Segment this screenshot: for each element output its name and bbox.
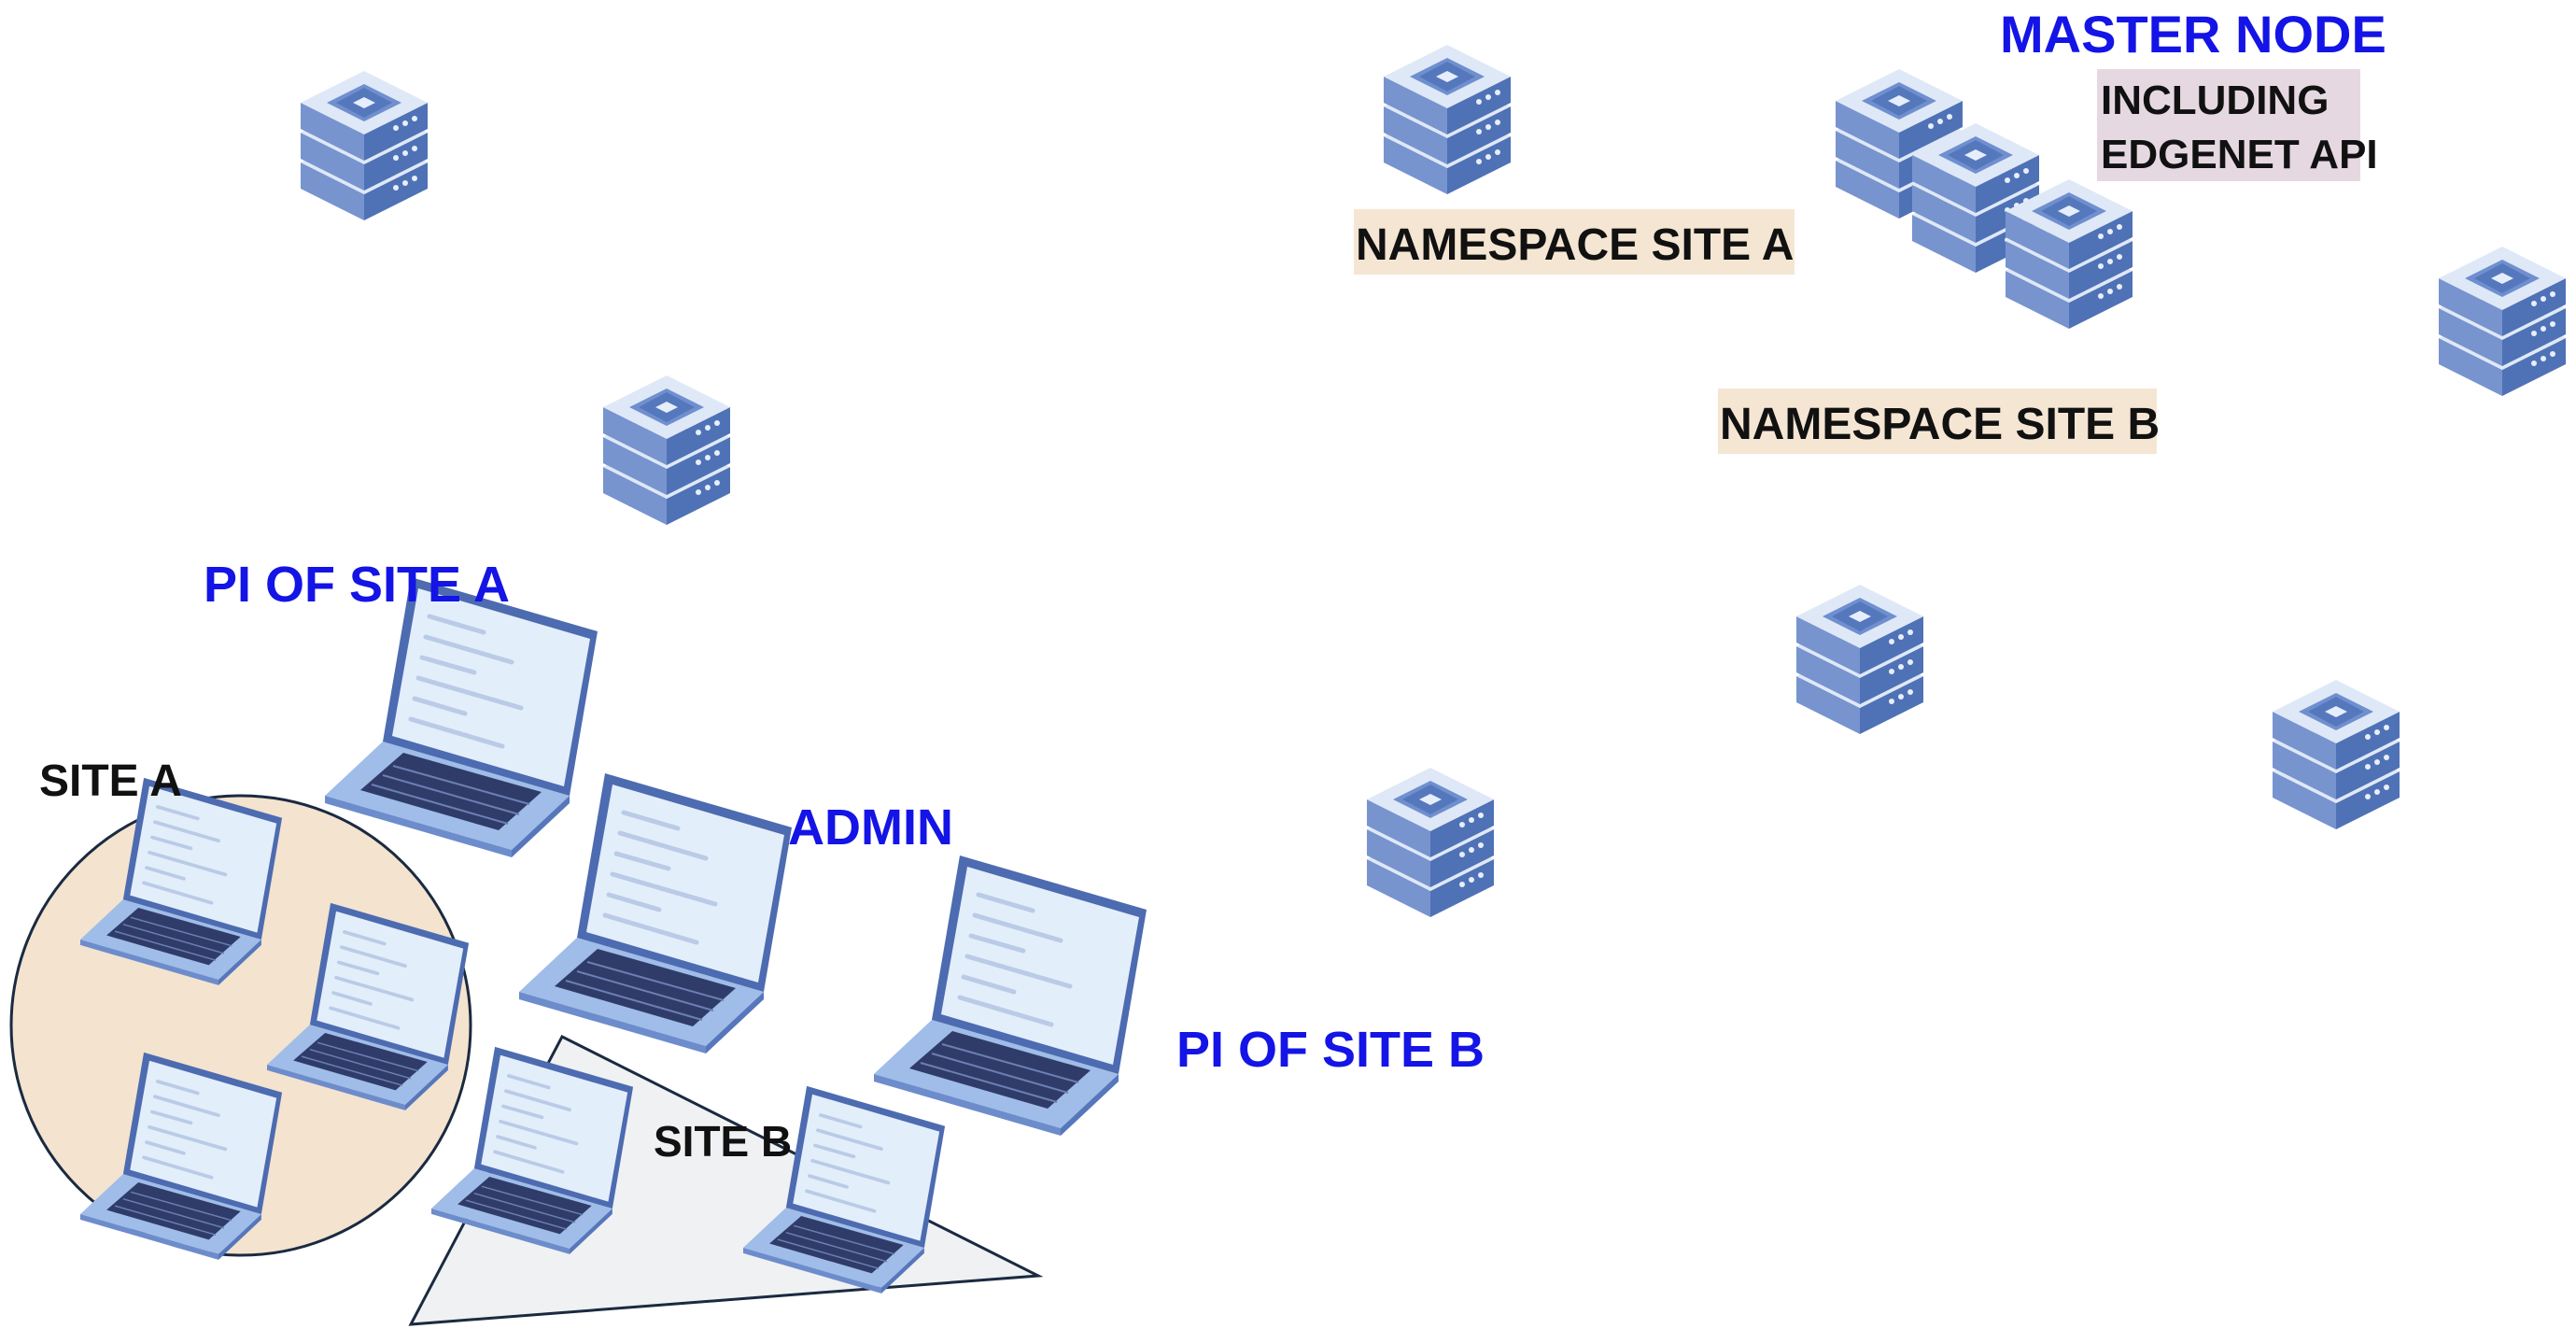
master-node-label: MASTER NODE — [2000, 5, 2386, 64]
namespace-site-a-highlight — [1354, 209, 1795, 275]
admin-label: ADMIN — [788, 799, 953, 855]
server-stack-icon — [301, 71, 428, 220]
laptop-icon — [325, 577, 598, 857]
server-stack-icon — [603, 375, 730, 525]
master-note-line1: INCLUDING — [2101, 78, 2329, 123]
site-a-label: SITE A — [39, 756, 182, 806]
namespace-site-b-label: NAMESPACE SITE B — [1720, 400, 2160, 449]
server-stack-icon — [2006, 179, 2133, 329]
master-note-line2: EDGENET API — [2101, 132, 2378, 177]
namespace-site-b-highlight — [1718, 389, 2157, 454]
laptop-icon — [874, 855, 1147, 1136]
server-stack-icon — [2439, 247, 2566, 396]
master-note-highlight — [2097, 69, 2360, 181]
server-stack-icon — [1384, 45, 1511, 194]
site-b-label: SITE B — [654, 1117, 792, 1166]
server-stack-icon — [1367, 768, 1494, 917]
server-stack-icon — [1796, 585, 1923, 734]
laptop-icon — [519, 773, 792, 1053]
pi-site-a-label: PI OF SITE A — [204, 557, 510, 613]
namespace-site-a-label: NAMESPACE SITE A — [1356, 220, 1794, 270]
pi-site-b-label: PI OF SITE B — [1176, 1022, 1485, 1078]
server-stack-icon — [2273, 680, 2400, 829]
